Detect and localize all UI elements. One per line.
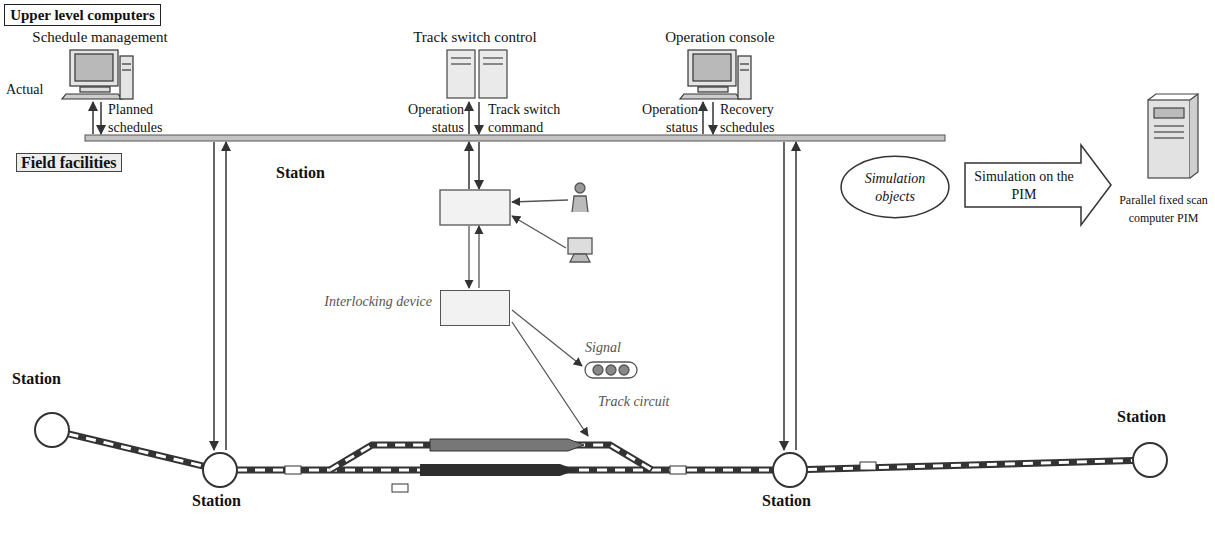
ellipse-text: Simulation objects [857,169,934,205]
station-circle [33,411,71,449]
text-holder: Station [192,492,241,510]
box-label: Upper level computers [10,7,155,24]
schedule-computer-icon [62,50,133,99]
bus-arrows [93,102,796,450]
device-box [440,290,510,326]
annotation-label: Actual [6,82,43,97]
annotation-label: Signal [585,340,621,355]
station-circle [771,451,809,489]
label-holder: Operation status [396,100,464,136]
computer: Schedule management [20,28,180,100]
station-box-label: Station [276,164,325,181]
station-label: Station [762,492,811,509]
label-holder: Operation status [630,100,698,136]
network-bus [85,135,945,141]
station: Station [190,452,265,527]
text-holder: Schedule management [20,28,180,46]
pim-computer-label: Parallel fixed scan computer PIM [1119,193,1208,225]
station-box: StationInterlocking device [262,158,690,525]
label-holder: Recovery schedules [720,100,802,136]
station: Station [760,452,835,527]
interlocking-device: Interlocking device [300,290,515,330]
computer: Track switch control [390,28,560,100]
annotation-label: Operation status [408,102,464,135]
station-label: Station [192,492,241,509]
annotation-label: Track switch command [488,102,560,135]
label-holder: Track circuit [598,392,688,410]
computer-label: Track switch control [413,29,537,45]
text-holder: Station [276,164,325,182]
ellipse-label: Simulation objects [865,171,926,204]
text-holder: Station [1117,408,1166,426]
station-circle [1131,441,1169,479]
annotation-label: Track circuit [598,394,669,409]
annotation-label: Planned schedules [108,102,162,135]
text-holder: Station [762,492,811,510]
panel-ground [8,148,965,555]
station: Station [12,370,92,450]
pim-computer-icon [1148,94,1198,178]
interlocking-device-label: Interlocking device [324,294,432,309]
computer-label: Operation console [665,29,775,45]
operation-console-icon [680,50,751,99]
simulation-ellipse: Simulation objects [840,155,950,219]
track-connector [807,460,1133,469]
station-label: Station [1117,408,1166,425]
title-box: Upper level computers [4,4,161,26]
block-arrow [965,145,1111,225]
panel-ground [262,158,690,525]
station: Station [1115,408,1195,483]
computer: Operation console [640,28,800,100]
train [420,464,576,476]
arrow-label-holder: Simulation on the PIM [969,167,1079,203]
field-region-label: Field facilities [16,153,122,172]
station-circle [201,451,239,489]
text-holder: Parallel fixed scan computer PIM [1115,190,1212,226]
track-connector [69,434,204,466]
station-label: Station [12,370,61,387]
label-holder: Actual [6,80,56,98]
label-holder: Track switch command [488,100,570,136]
track-switch-computer-icon [447,50,507,98]
annotation-label: Recovery schedules [720,102,774,135]
arrow-label: Simulation on the PIM [974,169,1074,202]
train [430,439,584,451]
field-region: Field facilitiesStationStationStationInt… [8,148,965,555]
label-holder: Signal [585,338,645,356]
text-holder: Interlocking device [300,292,432,310]
text-holder: Operation console [640,28,800,46]
text-holder: Field facilities [16,154,122,172]
label-holder: Planned schedules [108,100,188,136]
pim-computer: Parallel fixed scan computer PIM [1115,190,1212,265]
text-holder: Station [12,370,61,388]
text-holder: Track switch control [390,28,560,46]
ellipse-outline [840,155,950,219]
annotation-label: Operation status [642,102,698,135]
computer-label: Schedule management [32,29,167,45]
